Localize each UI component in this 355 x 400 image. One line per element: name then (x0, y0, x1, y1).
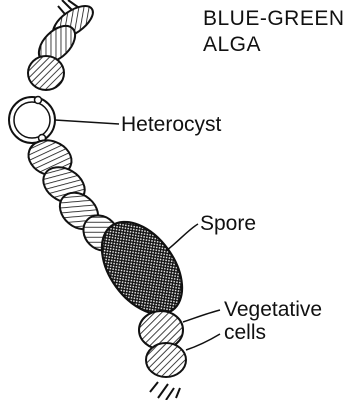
filament-top-fragment (28, 0, 98, 90)
vegetative-leader-line-1 (183, 310, 220, 322)
filament (9, 0, 198, 400)
spore-label: Spore (200, 213, 256, 234)
vegetative-cell (146, 343, 186, 377)
spore-leader-line (166, 224, 198, 251)
heterocyst (9, 97, 55, 144)
heterocyst-leader-line (55, 120, 119, 124)
vegetative-cell (28, 56, 64, 90)
filament-bottom (139, 311, 186, 400)
diagram-title-line-2: ALGA (203, 34, 261, 55)
vegetative-cells-label-line-1: Vegetative (224, 299, 322, 320)
vegetative-cells-label-line-2: cells (224, 322, 266, 343)
diagram-title-line-1: BLUE-GREEN (203, 8, 345, 29)
vegetative-leader-line-2 (186, 334, 220, 350)
heterocyst-label: Heterocyst (121, 114, 221, 135)
